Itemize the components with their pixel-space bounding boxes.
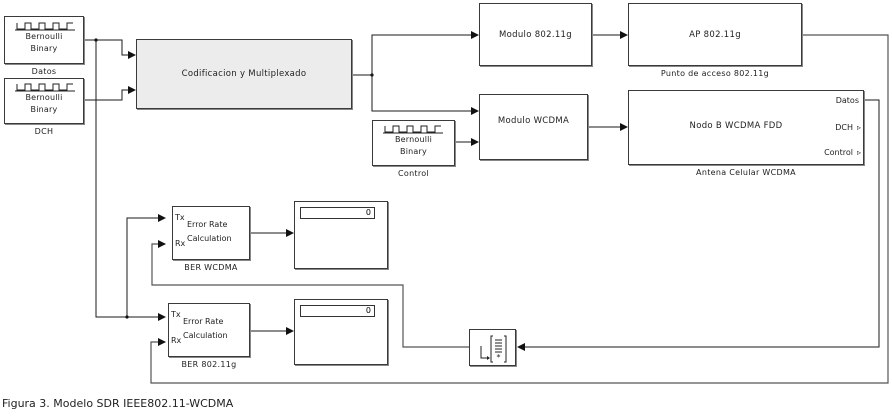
wire-codif-to-wcdma (371, 75, 479, 115)
wire-codif-to-80211g (371, 31, 479, 75)
port-dch[interactable]: DCH (835, 123, 853, 132)
svg-text:*: * (497, 353, 501, 362)
junction-tx (125, 315, 129, 319)
wire-nodob-datos-to-buffer (517, 99, 880, 351)
port-control-arrow-icon: ▹ (856, 148, 861, 157)
port-datos[interactable]: Datos (835, 96, 859, 105)
error-rate-calculation-80211g-block[interactable]: Tx Rx Error Rate Calculation (168, 303, 250, 357)
display-80211g-block[interactable]: 0 (294, 299, 388, 365)
display-80211g-value: 0 (300, 305, 375, 317)
pulse-train-icon (15, 83, 75, 92)
port-tx: Tx (171, 310, 181, 319)
ber-80211g-label: BER 802.11g (181, 360, 237, 369)
block-text: Bernoulli (25, 93, 63, 102)
block-text: Nodo B WCDMA FDD (689, 121, 783, 132)
block-text: Error Rate (187, 220, 228, 229)
ap-80211g-block[interactable]: AP 802.11g (628, 3, 802, 66)
display-wcdma-block[interactable]: 0 (294, 201, 388, 269)
ber-wcdma-label: BER WCDMA (184, 263, 238, 272)
bernoulli-datos-label: Datos (31, 67, 57, 76)
block-text: Bernoulli (25, 32, 63, 41)
display-wcdma-value: 0 (300, 207, 375, 219)
wire-buffer-to-ber-wcdma (151, 240, 469, 348)
block-text: AP 802.11g (689, 29, 741, 40)
buffer-block[interactable]: * (469, 329, 516, 366)
block-text: Modulo 802.11g (499, 29, 572, 40)
figure-caption: Figura 3. Modelo SDR IEEE802.11-WCDMA (2, 397, 234, 410)
port-control[interactable]: Control (824, 148, 853, 157)
block-text: Binary (30, 105, 58, 114)
junction-datos (94, 38, 98, 42)
port-rx: Rx (171, 336, 182, 345)
block-text: Binary (400, 147, 427, 156)
ap-80211g-label: Punto de acceso 802.11g (660, 69, 770, 78)
codificacion-multiplexado-block[interactable]: Codificacion y Multiplexado (136, 39, 352, 109)
bernoulli-dch-label: DCH (34, 127, 54, 136)
block-text: Calculation (187, 234, 232, 243)
bernoulli-binary-control-block[interactable]: Bernoulli Binary (372, 120, 455, 166)
wire-datos-branch (95, 40, 127, 318)
block-text: Codificacion y Multiplexado (181, 69, 307, 79)
port-tx: Tx (175, 213, 185, 222)
pulse-train-icon (383, 125, 443, 134)
wire-dch-to-codif (84, 86, 136, 101)
wire-ap-feedback (150, 34, 889, 384)
block-text: Modulo WCDMA (497, 115, 570, 126)
wire-tx-ber-wcdma (126, 214, 166, 317)
block-text: Bernoulli (394, 135, 433, 144)
wire-datos-to-codif (84, 39, 136, 59)
pulse-train-icon (15, 22, 75, 31)
bernoulli-control-label: Control (397, 169, 430, 178)
block-text: Error Rate (183, 317, 224, 326)
modulo-80211g-block[interactable]: Modulo 802.11g (479, 3, 592, 66)
block-text: Binary (30, 44, 58, 53)
error-rate-calculation-wcdma-block[interactable]: Tx Rx Error Rate Calculation (172, 206, 250, 260)
modulo-wcdma-block[interactable]: Modulo WCDMA (479, 94, 588, 160)
port-dch-arrow-icon: ▹ (856, 123, 861, 132)
bernoulli-binary-datos-block[interactable]: Bernoulli Binary (4, 16, 84, 64)
buffer-icon: * (480, 335, 507, 363)
bernoulli-binary-dch-block[interactable]: Bernoulli Binary (4, 78, 84, 124)
block-text: Calculation (183, 331, 228, 340)
port-rx: Rx (175, 239, 186, 248)
nodo-b-wcdma-fdd-block[interactable]: Nodo B WCDMA FDD Datos DCH ▹ Control ▹ (628, 90, 864, 165)
nodo-b-label: Antena Celular WCDMA (696, 168, 796, 177)
